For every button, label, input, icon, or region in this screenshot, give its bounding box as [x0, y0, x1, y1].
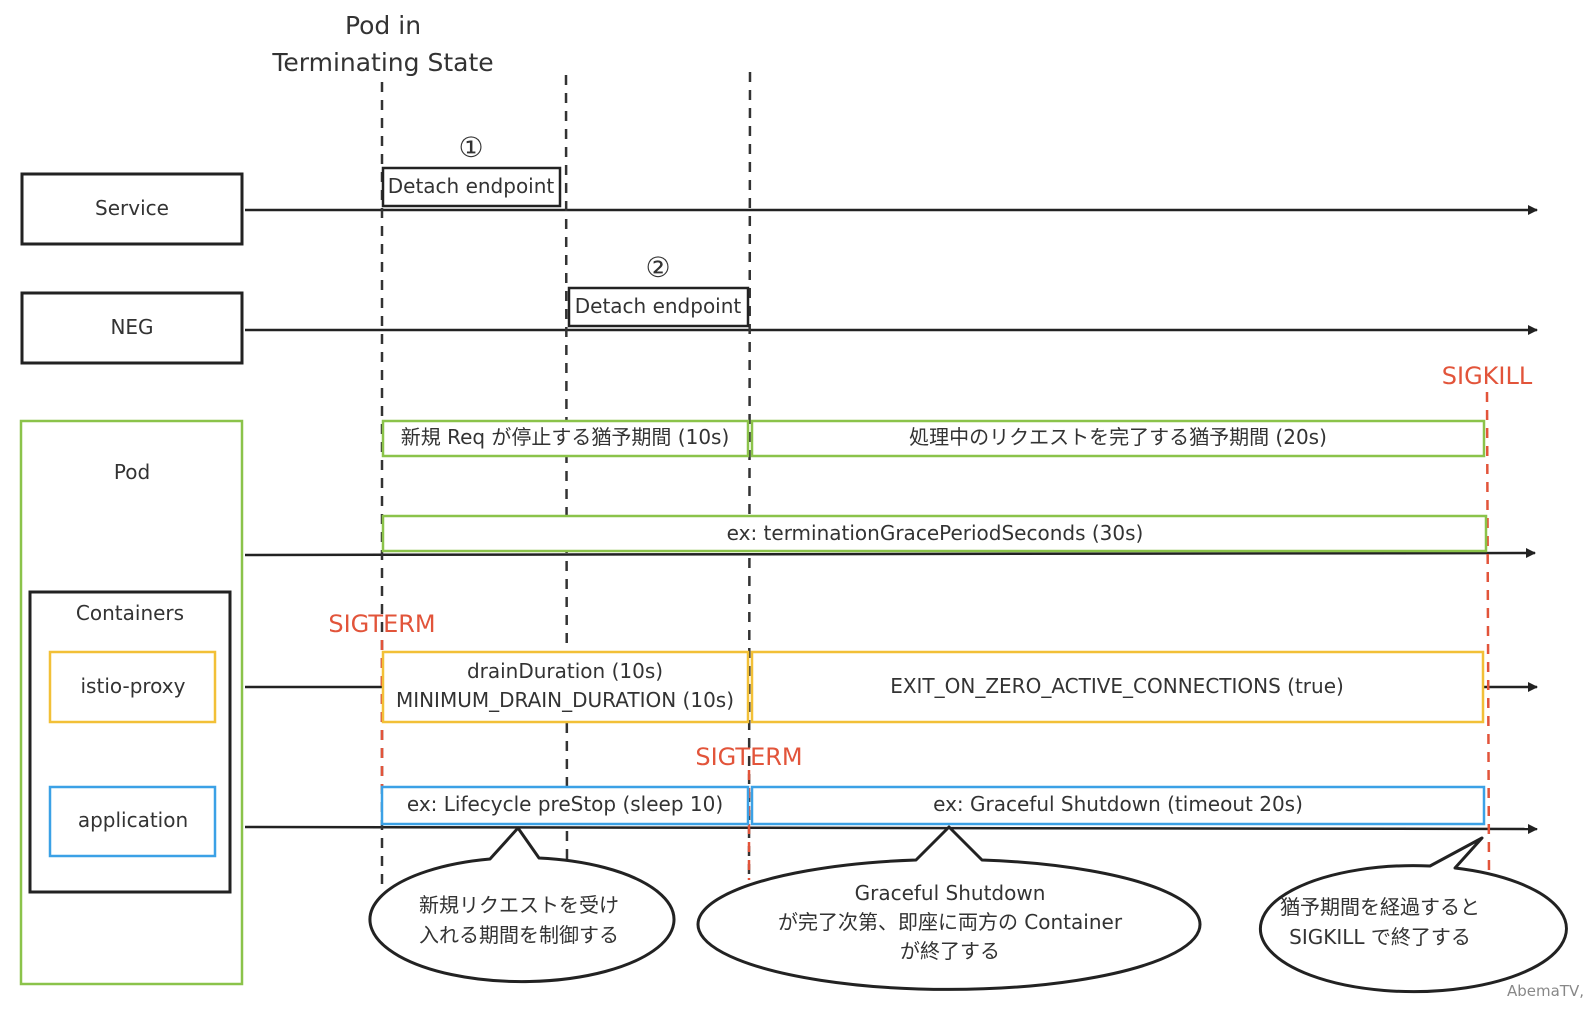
step-marker-1: ①	[458, 131, 483, 164]
neg-label: NEG	[110, 315, 153, 339]
termination-grace-label: ex: terminationGracePeriodSeconds (30s)	[727, 521, 1144, 545]
application-timeline-arrow	[244, 823, 1538, 834]
service-detach-label: Detach endpoint	[388, 174, 555, 198]
drain-duration-box: drainDuration (10s) MINIMUM_DRAIN_DURATI…	[381, 650, 750, 724]
callout-left-line-2: 入れる期間を制御する	[419, 923, 619, 947]
application-box: application	[48, 785, 217, 858]
callout-middle-line-1: Graceful Shutdown	[855, 881, 1046, 905]
sigterm-proxy-label: SIGTERM	[328, 610, 435, 638]
service-label: Service	[95, 196, 169, 220]
sigterm-app-label: SIGTERM	[695, 743, 802, 771]
neg-detach-endpoint: Detach endpoint	[567, 286, 750, 328]
callout-middle-line-2: が完了次第、即座に両方の Container	[778, 910, 1123, 934]
guide-line-t10-b	[747, 71, 752, 881]
callout-right-line-2: SIGKILL で終了する	[1289, 925, 1471, 949]
pod-timeline-arrow	[244, 548, 1536, 559]
guide-line-t10-a	[564, 74, 569, 863]
step-marker-2: ②	[645, 251, 670, 284]
service-lane: Service	[20, 172, 244, 246]
callout-middle-line-3: が終了する	[900, 939, 1000, 963]
sigkill-label: SIGKILL	[1442, 362, 1533, 390]
application-label: application	[78, 808, 188, 832]
callout-right-line-1: 猶予期間を経過すると	[1280, 895, 1480, 919]
containers-label: Containers	[76, 601, 184, 625]
prestop-box: ex: Lifecycle preStop (sleep 10)	[380, 785, 750, 826]
service-detach-endpoint: Detach endpoint	[381, 166, 562, 208]
drain-duration-label: drainDuration (10s)	[467, 659, 663, 683]
watermark-text: AbemaTV,	[1507, 982, 1584, 1000]
min-drain-duration-label: MINIMUM_DRAIN_DURATION (10s)	[396, 688, 734, 712]
callout-sigkill: 猶予期間を経過すると SIGKILL で終了する	[1258, 836, 1568, 994]
callout-left-line-1: 新規リクエストを受け	[419, 893, 619, 917]
neg-detach-label: Detach endpoint	[575, 294, 742, 318]
prestop-label: ex: Lifecycle preStop (sleep 10)	[407, 792, 723, 816]
pod-label: Pod	[114, 460, 150, 484]
header-line-2: Terminating State	[271, 48, 493, 77]
graceful-shutdown-box: ex: Graceful Shutdown (timeout 20s)	[750, 785, 1486, 826]
header-line-1: Pod in	[345, 11, 421, 40]
istio-proxy-box: istio-proxy	[48, 650, 217, 724]
new-request-grace-label: 新規 Req が停止する猶予期間 (10s)	[401, 425, 730, 449]
new-request-grace-period: 新規 Req が停止する猶予期間 (10s)	[381, 419, 750, 458]
pod-lane: Pod	[19, 419, 244, 986]
callout-new-request-control: 新規リクエストを受け 入れる期間を制御する	[368, 826, 676, 984]
callout-graceful-shutdown: Graceful Shutdown が完了次第、即座に両方の Container…	[696, 825, 1202, 991]
inflight-grace-label: 処理中のリクエストを完了する猶予期間 (20s)	[909, 425, 1327, 449]
exit-on-zero-box: EXIT_ON_ZERO_ACTIVE_CONNECTIONS (true)	[750, 650, 1485, 724]
exit-on-zero-label: EXIT_ON_ZERO_ACTIVE_CONNECTIONS (true)	[890, 674, 1344, 698]
istio-proxy-label: istio-proxy	[81, 674, 186, 698]
inflight-grace-period: 処理中のリクエストを完了する猶予期間 (20s)	[750, 419, 1486, 458]
sigkill-guide-line	[1485, 391, 1491, 876]
neg-lane: NEG	[20, 291, 244, 365]
graceful-shutdown-label: ex: Graceful Shutdown (timeout 20s)	[933, 792, 1303, 816]
termination-grace-period: ex: terminationGracePeriodSeconds (30s)	[381, 514, 1488, 553]
